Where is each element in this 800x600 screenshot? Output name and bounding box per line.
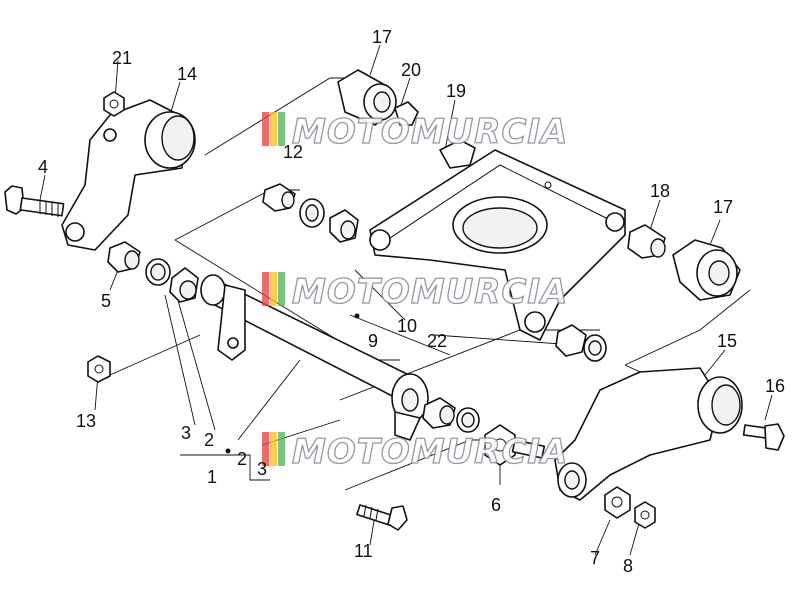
callout-19: 19 (446, 81, 466, 101)
bushing-part-18 (627, 224, 666, 259)
watermark-stripe (278, 112, 285, 146)
callout-2b: 2 (237, 449, 247, 469)
callout-2a: 2 (204, 430, 214, 450)
callout-3a: 3 (181, 423, 191, 443)
bearing-washer-right (422, 397, 480, 433)
nut-part-21 (103, 91, 125, 117)
callout-3b: 3 (257, 459, 267, 479)
bracket-left-part (61, 99, 196, 251)
callout-14: 14 (177, 64, 197, 84)
watermark-text: MOTOMURCIA (292, 272, 568, 312)
bolt-part-11 (356, 504, 408, 531)
watermark-stripe (262, 112, 269, 146)
watermark-stripe (270, 112, 277, 146)
callout-4: 4 (38, 157, 48, 177)
watermark-stripe (262, 432, 269, 466)
nut-washer-parts-7-8 (604, 486, 656, 529)
callout-7: 7 (590, 548, 600, 568)
callout-1: 1 (207, 467, 217, 487)
callout-15: 15 (717, 331, 737, 351)
bolt-part-4 (4, 185, 65, 217)
silentblock-part-17-right (672, 239, 741, 301)
callout-12: 12 (283, 142, 303, 162)
callout-16: 16 (765, 376, 785, 396)
nut-part-13 (87, 355, 111, 383)
callout-20: 20 (401, 60, 421, 80)
callout-9: 9 (368, 331, 378, 351)
callout-5: 5 (101, 291, 111, 311)
silentblock-part-17-upper (337, 69, 397, 126)
callout-22: 22 (427, 331, 447, 351)
watermark-text: MOTOMURCIA (292, 432, 568, 472)
bushing-part-12 (262, 183, 359, 243)
watermark-stripe (278, 432, 285, 466)
nut-part-6 (484, 424, 546, 466)
callout-17-right: 17 (713, 197, 733, 217)
bushing-part-5 (107, 241, 141, 273)
watermark-text: MOTOMURCIA (292, 112, 568, 152)
watermark-top: MOTOMURCIA (262, 111, 568, 153)
watermark-stripe (270, 272, 277, 306)
callout-labels: 21 14 4 5 13 3 2 2 3 1 17 20 19 12 9 10 … (38, 27, 785, 576)
bearing-part-22 (555, 324, 607, 362)
callout-10: 10 (397, 316, 417, 336)
callout-21: 21 (112, 48, 132, 68)
bolt-part-16 (742, 423, 785, 451)
watermark-stripe (262, 272, 269, 306)
watermark-middle: MOTOMURCIA (262, 271, 568, 313)
watermark-stripe (278, 272, 285, 306)
bracket-right-part-15 (554, 367, 743, 501)
callout-18: 18 (650, 181, 670, 201)
watermark-stripe (270, 432, 277, 466)
callout-17-upper: 17 (372, 27, 392, 47)
group-dot-9 (354, 313, 360, 319)
callout-13: 13 (76, 411, 96, 431)
group-dot-1 (225, 448, 231, 454)
spacer-part-20 (394, 101, 419, 126)
washer-bearing-left (145, 258, 199, 303)
pivot-shaft-part-1 (200, 274, 429, 441)
callout-8: 8 (623, 556, 633, 576)
callout-11: 11 (354, 541, 373, 561)
callout-6: 6 (491, 495, 501, 515)
watermark-bottom: MOTOMURCIA (262, 431, 568, 473)
swing-arm-part-9 (369, 139, 626, 341)
